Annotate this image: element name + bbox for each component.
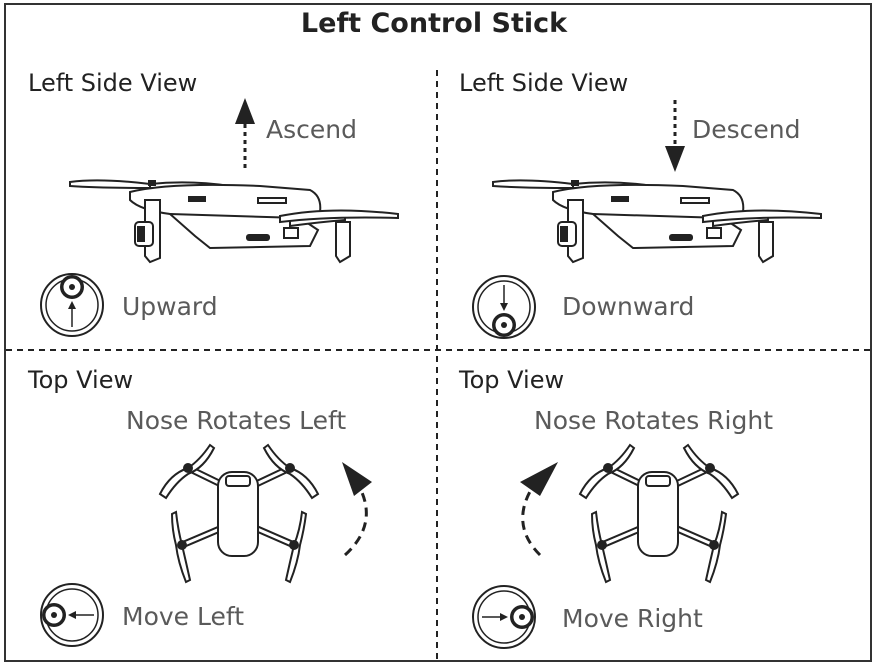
panel-tl-motion: Ascend <box>266 115 357 144</box>
panel-bl-motion: Nose Rotates Left <box>126 406 347 435</box>
rotate-ccw-arrow-icon <box>342 462 372 557</box>
panel-tr-view: Left Side View <box>459 69 629 97</box>
diagram-frame <box>4 3 872 662</box>
panel-br-motion: Nose Rotates Right <box>534 406 774 435</box>
rotate-cw-arrow-icon <box>520 462 558 557</box>
panel-bl-stick: Move Left <box>122 602 245 631</box>
panel-br-stick: Move Right <box>562 604 703 633</box>
control-stick-icon <box>472 275 536 339</box>
panel-bl-view: Top View <box>28 366 134 394</box>
panel-tl-view: Left Side View <box>28 69 198 97</box>
page-title: Left Control Stick <box>300 8 568 39</box>
arrow-up-icon <box>235 98 255 168</box>
panel-br-view: Top View <box>459 366 565 394</box>
drone-top-view-icon <box>160 445 318 582</box>
panel-tl-stick: Upward <box>122 292 218 321</box>
control-stick-icon <box>40 583 104 647</box>
panel-tr-stick: Downward <box>562 292 695 321</box>
panel-tr-motion: Descend <box>692 115 801 144</box>
control-stick-icon <box>40 273 104 337</box>
drone-side-view-icon <box>492 179 822 263</box>
control-stick-icon <box>472 585 536 649</box>
arrow-down-icon <box>665 100 685 172</box>
drone-side-view-icon <box>69 179 399 263</box>
drone-top-view-icon <box>580 445 738 582</box>
